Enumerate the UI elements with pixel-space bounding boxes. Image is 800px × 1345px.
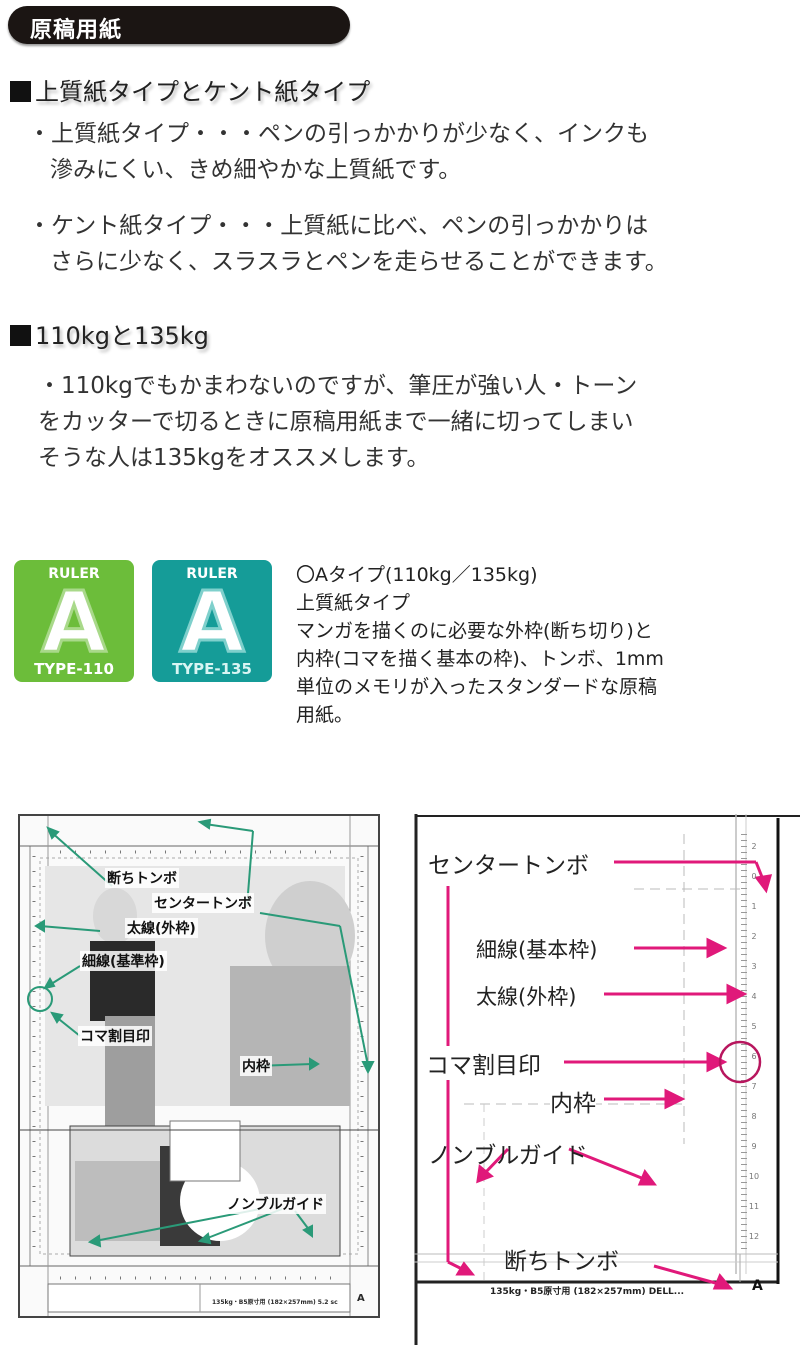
paragraph-wood-free-paper: ・上質紙タイプ・・・ペンの引っかかりが少なく、インクも 滲みにくい、きめ細やかな… xyxy=(28,121,649,183)
paragraph-weight-recommendation: ・110kgでもかまわないのですが、筆圧が強い人・トーン をカッターで切るときに… xyxy=(38,373,638,471)
sheet-corner-letter: A xyxy=(752,1278,763,1294)
paragraph-kent-paper: ・ケント紙タイプ・・・上質紙に比べ、ペンの引っかかりは さらに少なく、スラスラと… xyxy=(28,213,668,275)
label-panel-mark: コマ割目印 xyxy=(78,1026,152,1046)
product-description: 〇Aタイプ(110kg／135kg) 上質紙タイプ マンガを描くのに必要な外枠(… xyxy=(296,561,664,729)
product-title: 〇Aタイプ(110kg／135kg) xyxy=(296,564,538,586)
label-nombre-guide: ノンブルガイド xyxy=(225,1194,327,1214)
label-trim-tombo: 断ちトンボ xyxy=(504,1249,619,1275)
label-nombre-guide: ノンブルガイド xyxy=(428,1143,588,1169)
sheet-corner-closeup: センタートンボ 細線(基本枠) 太線(外枠) コマ割目印 内枠 ノンブルガイド … xyxy=(414,814,800,1345)
letter-a-icon: A xyxy=(178,573,246,672)
section-header-bar xyxy=(8,6,350,44)
manga-sheet-drawing xyxy=(20,816,378,1316)
label-center-tombo: センタートンボ xyxy=(428,846,589,880)
page-title: 原稿用紙 xyxy=(30,18,123,43)
label-inner-frame: 内枠 xyxy=(550,1084,596,1118)
sheet-footer-text: 135kg・B5原寸用 (182×257mm) 5.2 sc xyxy=(212,1299,338,1306)
label-thin-line: 細線(基本枠) xyxy=(476,934,598,964)
badge-type-135: RULER A TYPE-135 xyxy=(152,560,272,682)
section-heading-weights: 110kgと135kg xyxy=(10,316,209,351)
section-heading-paper-types: 上質紙タイプとケント紙タイプ xyxy=(10,72,370,107)
manga-sheet-illustration: 断ちトンボ センタートンボ 太線(外枠) 細線(基準枠) コマ割目印 内枠 ノン… xyxy=(18,814,380,1318)
label-thick-line: 太線(外枠) xyxy=(125,918,198,938)
product-paper-type: 上質紙タイプ xyxy=(296,592,411,614)
label-panel-mark: コマ割目印 xyxy=(426,1046,541,1080)
badge-type-110: RULER A TYPE-110 xyxy=(14,560,134,682)
label-center-tombo: センタートンボ xyxy=(152,893,254,913)
label-thick-line: 太線(外枠) xyxy=(476,981,577,1011)
sheet-footer-text: 135kg・B5原寸用 (182×257mm) DELL... xyxy=(490,1287,685,1297)
label-thin-line: 細線(基準枠) xyxy=(80,951,167,971)
section-heading-text: 110kgと135kg xyxy=(35,322,209,350)
square-bullet-icon xyxy=(10,81,31,102)
square-bullet-icon xyxy=(10,325,31,346)
label-inner-frame: 内枠 xyxy=(240,1056,272,1076)
section-heading-text: 上質紙タイプとケント紙タイプ xyxy=(35,78,371,106)
letter-a-icon: A xyxy=(40,573,108,672)
vertical-ruler-numbers: 2 0 1 2 3 4 5 6 7 8 9 10 11 12 xyxy=(748,842,760,1241)
label-trim-tombo: 断ちトンボ xyxy=(105,868,179,888)
sheet-corner-letter: A xyxy=(357,1293,365,1304)
